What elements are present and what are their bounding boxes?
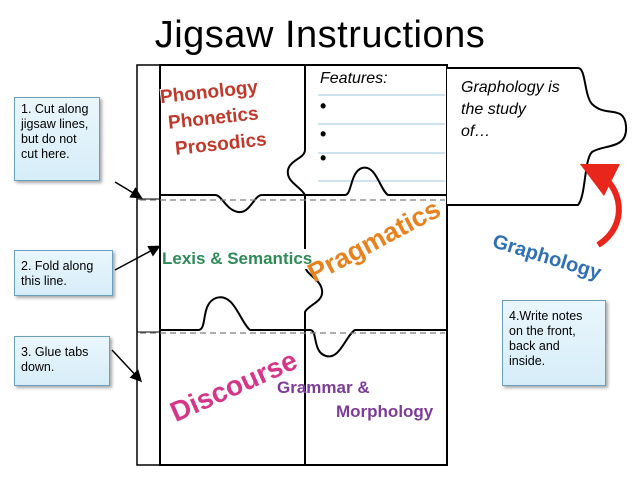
graphology-description: Graphology is the study of… bbox=[461, 77, 591, 143]
instruction-line: jigsaw lines, bbox=[21, 117, 89, 131]
instruction-box-fold: 2. Fold along this line. bbox=[14, 250, 113, 296]
page-title: Jigsaw Instructions bbox=[154, 14, 486, 56]
jigsaw-horizontal-cut-1 bbox=[160, 166, 447, 214]
label-morphology: Morphology bbox=[336, 402, 434, 421]
arrow-step1 bbox=[114, 181, 143, 199]
graphology-line: of… bbox=[461, 123, 491, 140]
jigsaw-vertical-cut bbox=[286, 65, 324, 465]
instruction-line: 1. Cut along bbox=[21, 102, 89, 116]
instruction-line: 2. Fold along bbox=[21, 259, 94, 273]
feature-bullet: • bbox=[320, 96, 327, 116]
instruction-line: down. bbox=[21, 360, 55, 374]
instruction-line: back and bbox=[509, 339, 560, 353]
instruction-line: cut here. bbox=[21, 147, 70, 161]
glue-tab-strip bbox=[136, 64, 161, 466]
instruction-box-cut: 1. Cut along jigsaw lines, but do not cu… bbox=[14, 97, 100, 181]
instruction-box-glue: 3. Glue tabs down. bbox=[14, 336, 110, 386]
instruction-line: this line. bbox=[21, 274, 67, 288]
instruction-line: inside. bbox=[509, 354, 546, 368]
graphology-line: Graphology is bbox=[461, 79, 560, 96]
arrow-step3 bbox=[111, 349, 143, 383]
features-heading: Features: bbox=[320, 70, 388, 87]
graphology-line: the study bbox=[461, 101, 526, 118]
jigsaw-horizontal-cut-2 bbox=[160, 296, 447, 358]
feature-bullet: • bbox=[320, 124, 327, 144]
instruction-line: but do not bbox=[21, 132, 77, 146]
instruction-box-notes: 4.Write notes on the front, back and ins… bbox=[502, 300, 606, 386]
label-lexis-semantics: Lexis & Semantics bbox=[162, 249, 313, 269]
instruction-line: on the front, bbox=[509, 324, 576, 338]
red-curved-arrow bbox=[579, 163, 622, 248]
arrow-step2 bbox=[114, 245, 161, 271]
instruction-line: 3. Glue tabs bbox=[21, 345, 89, 359]
label-grammar: Grammar & bbox=[277, 378, 370, 397]
instruction-line: 4.Write notes bbox=[509, 309, 583, 323]
feature-bullet: • bbox=[320, 148, 327, 168]
